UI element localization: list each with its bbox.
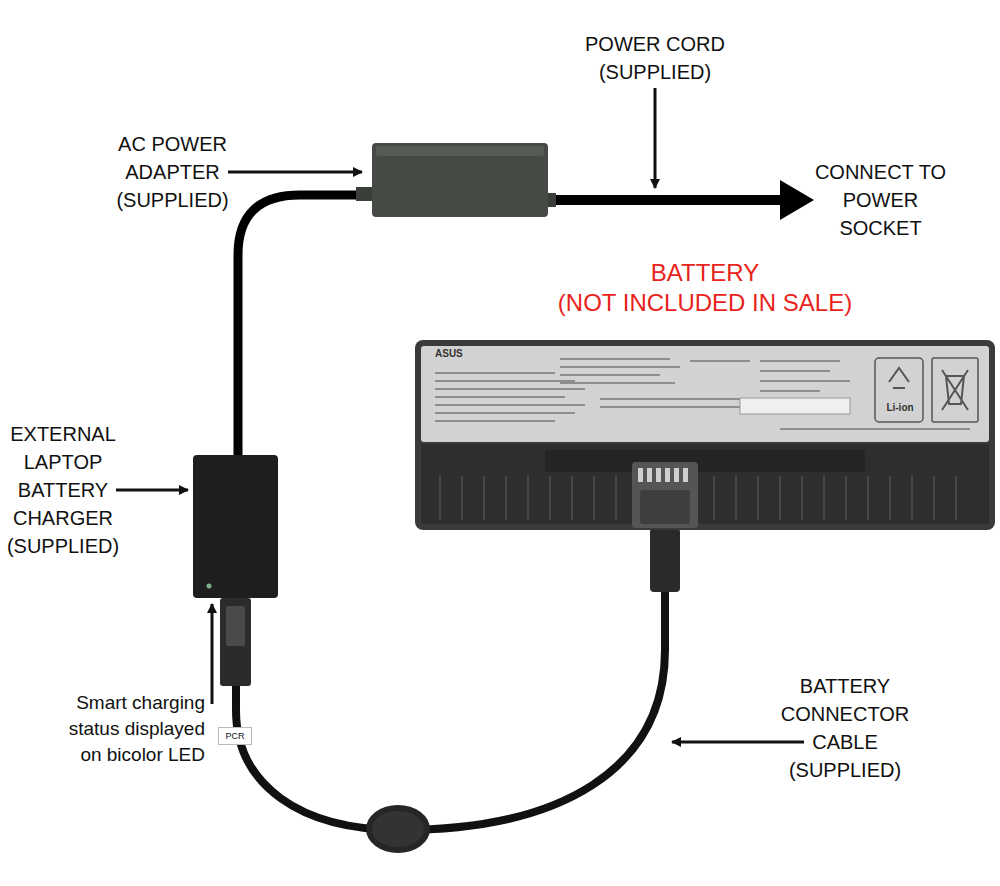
weee-symbol (942, 370, 968, 410)
illustration-part (560, 374, 660, 376)
illustration-part (435, 396, 565, 398)
part-label: AC POWER ADAPTER (SUPPLIED) (110, 130, 235, 214)
weee-box (932, 358, 978, 422)
illustration-part (435, 372, 555, 374)
illustration-part (760, 370, 830, 372)
adapter-highlight (376, 146, 544, 156)
illustration-part (600, 398, 740, 400)
power-cord-arrow (780, 180, 814, 220)
illustration-part (780, 428, 970, 430)
illustration-part (461, 476, 463, 520)
ac-adapter (372, 143, 548, 217)
illustration-part (674, 468, 679, 482)
illustration-part (549, 476, 551, 520)
illustration-part (435, 388, 585, 390)
illustration-part (911, 476, 913, 520)
illustration-part (560, 382, 675, 384)
charger-plug (220, 598, 251, 686)
illustration-part (867, 476, 869, 520)
illustration-part (690, 360, 750, 362)
illustration-part (435, 404, 585, 406)
leader-arrow (654, 88, 657, 188)
illustration-part (560, 366, 680, 368)
illustration-part (647, 468, 652, 482)
battery-sticker (421, 346, 989, 442)
illustration-part (760, 390, 820, 392)
illustration-part (615, 476, 617, 520)
ferrite-core (366, 805, 430, 853)
illustration-part (801, 476, 803, 520)
illustration-part (600, 406, 750, 408)
illustration-part (760, 360, 840, 362)
illustration-part (505, 476, 507, 520)
leader-arrow (211, 604, 214, 704)
illustration-part (845, 476, 847, 520)
battery-plate (545, 450, 865, 472)
wrap-spacer (771, 258, 867, 288)
illustration-part (757, 476, 759, 520)
illustration-part (735, 476, 737, 520)
ferrite-core-face (372, 811, 424, 847)
illustration-part (779, 476, 781, 520)
leader-arrow (672, 741, 804, 744)
illustration-part (823, 476, 825, 520)
battery-node: BATTERY (NOT INCLUDED IN SALE) ASUS Li-ion (415, 258, 995, 530)
battery-lower (421, 444, 989, 524)
sticker-fine-print (435, 358, 970, 430)
illustration-part (435, 412, 575, 414)
connector-pins (638, 468, 688, 482)
illustration-part (435, 380, 575, 382)
cable-tag: PCR (218, 727, 252, 745)
battery-body (415, 340, 995, 530)
power-cord (548, 195, 784, 205)
battery-charger (193, 455, 278, 598)
connector-cable (236, 590, 665, 830)
note-label: Smart charging status displayed on bicol… (50, 690, 205, 768)
illustration-part (656, 468, 661, 482)
instruction-label: CONNECT TO POWER SOCKET (808, 158, 953, 242)
strain-relief (356, 187, 374, 201)
recycle-symbol (889, 368, 909, 388)
illustration-part (638, 468, 643, 482)
illustration-part (933, 476, 935, 520)
bicolor-led (207, 584, 212, 589)
part-label: POWER CORD (SUPPLIED) (580, 30, 730, 86)
illustration-part (760, 380, 850, 382)
illustration-part (889, 476, 891, 520)
illustration-part (527, 476, 529, 520)
chemistry-mark: Li-ion (875, 402, 925, 414)
node-heading: BATTERY (NOT INCLUDED IN SALE) (558, 259, 852, 316)
illustration-part (560, 358, 670, 360)
part-label: BATTERY CONNECTOR CABLE (SUPPLIED) (775, 672, 915, 784)
illustration-part (435, 420, 555, 422)
heading-block: BATTERY (NOT INCLUDED IN SALE) (543, 258, 867, 318)
illustration-part (483, 476, 485, 520)
illustration-part (955, 476, 957, 520)
illustration-part (571, 476, 573, 520)
wrap-spacer (543, 258, 639, 288)
connector-housing (640, 490, 690, 524)
part-label: EXTERNAL LAPTOP BATTERY CHARGER (SUPPLIE… (4, 420, 122, 560)
leader-arrow (228, 171, 362, 174)
plug-grip (226, 606, 245, 646)
battery-connector (632, 462, 698, 528)
illustration-part (665, 468, 670, 482)
illustration-part (683, 468, 688, 482)
illustration-part (439, 476, 441, 520)
leader-arrow (116, 489, 188, 492)
illustration-part (713, 476, 715, 520)
brand-mark: ASUS (435, 348, 495, 360)
barcode-area (740, 398, 850, 414)
connector-plug (650, 528, 680, 592)
dc-cable (238, 195, 372, 458)
illustration-part (593, 476, 595, 520)
